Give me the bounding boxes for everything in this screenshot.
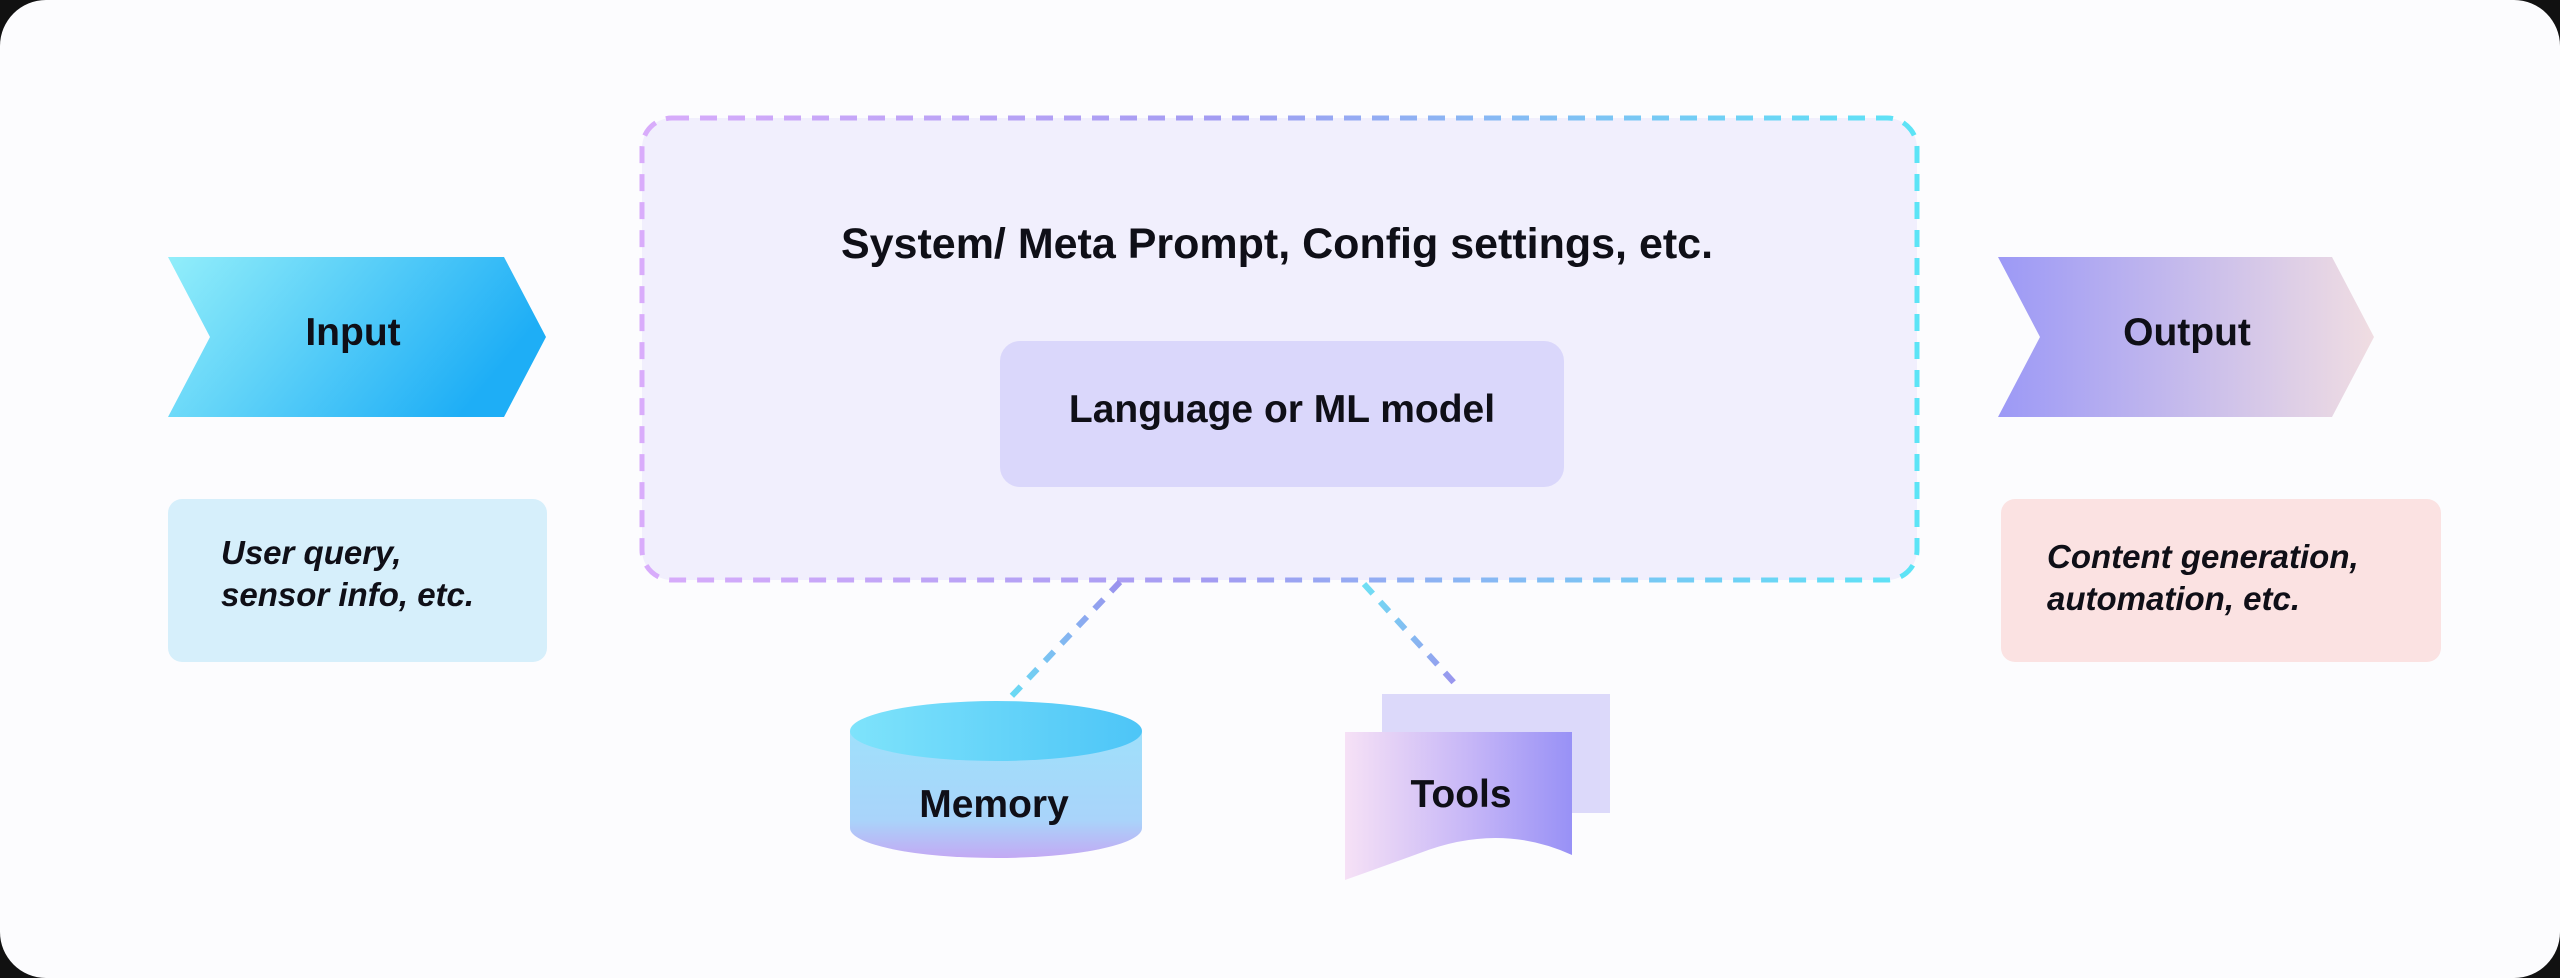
memory-cylinder [850, 701, 1142, 858]
output-description-line-1: Content generation, [2047, 538, 2359, 575]
memory-label: Memory [919, 783, 1069, 826]
input-label: Input [305, 311, 401, 354]
output-arrow [1998, 257, 2374, 417]
model-box [1000, 341, 1564, 487]
input-description-box [168, 499, 547, 662]
output-label: Output [2123, 311, 2251, 354]
input-description: User query, sensor info, etc. [221, 532, 474, 616]
tools-documents [1345, 694, 1610, 880]
output-description-box [2001, 499, 2441, 662]
memory-connector [1003, 579, 1123, 705]
model-label: Language or ML model [1068, 388, 1496, 431]
output-description: Content generation, automation, etc. [2047, 536, 2359, 620]
input-arrow [168, 257, 546, 417]
tools-connector [1361, 581, 1461, 690]
tools-label: Tools [1410, 773, 1512, 816]
input-description-line-1: User query, [221, 534, 402, 571]
input-description-line-2: sensor info, etc. [221, 576, 475, 613]
system-title: System/ Meta Prompt, Config settings, et… [840, 220, 1714, 268]
output-description-line-2: automation, etc. [2047, 580, 2301, 617]
